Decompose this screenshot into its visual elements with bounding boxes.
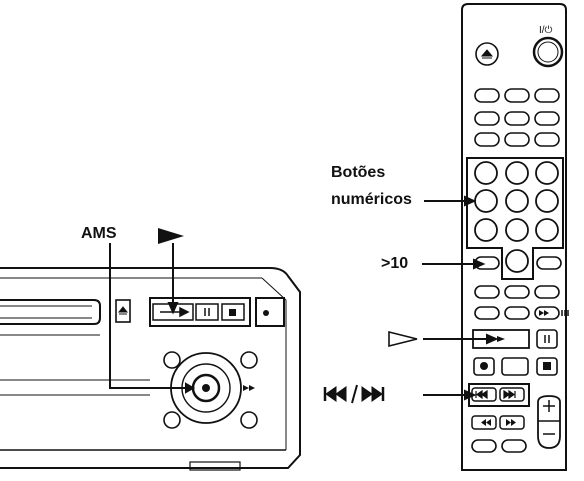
deck-pause-button[interactable]: [195, 303, 219, 321]
remote-oval-button[interactable]: [474, 306, 500, 320]
fast-forward-icon: [506, 419, 516, 426]
numeric-button-1[interactable]: [474, 161, 498, 185]
numeric-button-6[interactable]: [535, 189, 559, 213]
numeric-button-10[interactable]: [505, 249, 529, 273]
numeric-button-8[interactable]: [505, 218, 529, 242]
remote-function-buttons: [474, 88, 560, 147]
numeric-button-7[interactable]: [474, 218, 498, 242]
record-icon: [263, 310, 269, 316]
remote-oval-button[interactable]: [501, 439, 527, 453]
remote-oval-button[interactable]: [474, 285, 500, 299]
remote-oval-button[interactable]: [534, 88, 560, 103]
stop-icon: [543, 362, 551, 370]
ams-dial[interactable]: [163, 351, 258, 429]
ams-label: AMS: [81, 225, 117, 242]
stop-icon: [229, 309, 236, 316]
remote-oval-button[interactable]: [474, 88, 500, 103]
remote-oval-button[interactable]: [471, 439, 497, 453]
numeric-button-9[interactable]: [535, 218, 559, 242]
next-track-icon: [503, 389, 516, 400]
rewind-icon: [481, 419, 491, 426]
remote-oval-button[interactable]: [504, 306, 530, 320]
prev-track-icon: [475, 389, 488, 400]
numeric-button-4[interactable]: [474, 189, 498, 213]
remote-oval-button[interactable]: [474, 111, 500, 126]
numeric-buttons-label-line1: Botões: [331, 164, 386, 181]
numeric-buttons-label-line2: numéricos: [331, 191, 412, 208]
remote-oval-button[interactable]: [474, 132, 500, 147]
pause-icon: [544, 335, 550, 343]
fast-forward-icon: [539, 310, 549, 316]
remote-oval-button[interactable]: [534, 111, 560, 126]
callout-lines: [109, 195, 499, 401]
record-icon: [480, 362, 488, 370]
eject-icon: [117, 306, 129, 315]
remote-oval-button[interactable]: [504, 132, 530, 147]
remote-prev-track-button[interactable]: [471, 387, 497, 402]
deck-record-button[interactable]: [255, 297, 285, 327]
remote-pause-button[interactable]: [536, 329, 558, 349]
fast-forward-icon: [243, 385, 255, 391]
deck-eject-button[interactable]: [115, 299, 131, 323]
remote-oval-button[interactable]: [536, 256, 562, 270]
skip-label-icon: [323, 384, 385, 404]
power-icon: I/⏻: [539, 25, 553, 36]
numeric-keypad-highlight: [466, 157, 564, 280]
remote-oval-button[interactable]: [504, 88, 530, 103]
remote-eject-button[interactable]: [475, 42, 499, 66]
md-deck: [0, 267, 301, 471]
volume-rocker[interactable]: [537, 395, 561, 449]
volume-plus-icon: [543, 400, 555, 412]
remote-ff-pause-button[interactable]: [534, 306, 569, 320]
play-icon: [497, 336, 505, 342]
pause-icon: [561, 310, 569, 316]
numeric-button-3[interactable]: [535, 161, 559, 185]
remote-mode-button[interactable]: [501, 357, 529, 376]
play-label-icon: [388, 330, 418, 348]
remote-next-track-button[interactable]: [499, 387, 525, 402]
remote-power-button[interactable]: [532, 36, 564, 68]
remote-oval-button[interactable]: [504, 285, 530, 299]
remote-oval-button[interactable]: [534, 132, 560, 147]
numeric-button-2[interactable]: [505, 161, 529, 185]
remote-oval-button[interactable]: [504, 111, 530, 126]
pause-icon: [204, 308, 210, 316]
greater-than-10-label: >10: [381, 255, 409, 272]
deck-play-label-icon: [158, 228, 184, 244]
numeric-keypad: [474, 161, 559, 273]
eject-icon: [480, 49, 494, 59]
numeric-button-5[interactable]: [505, 189, 529, 213]
remote-oval-button[interactable]: [534, 285, 560, 299]
